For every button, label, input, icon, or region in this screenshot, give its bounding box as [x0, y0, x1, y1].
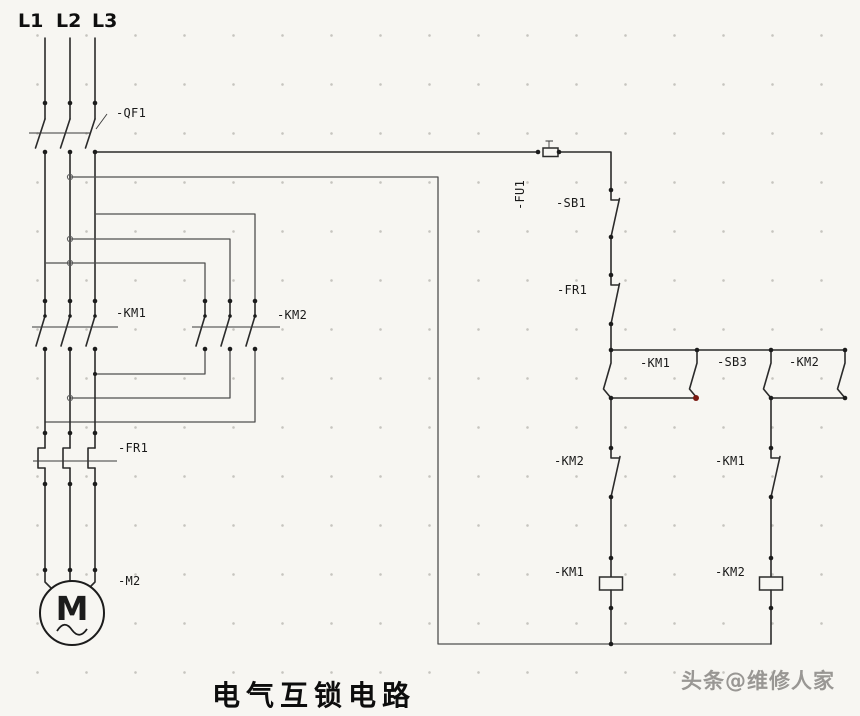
label-km2-coil: -KM2	[715, 565, 746, 579]
label-sb1: -SB1	[556, 196, 587, 210]
label-fu1: -FU1	[513, 179, 527, 210]
phase-crossover-lower	[45, 349, 256, 423]
branch-km2-coil	[758, 397, 784, 645]
coil-km2-symbol	[758, 576, 784, 591]
phase-label-l2: L2	[56, 10, 82, 32]
thermal-contact-fr1-symbol	[610, 274, 621, 351]
label-km2-aux: -KM2	[789, 355, 820, 369]
contactor-km2-main-contacts	[192, 300, 280, 347]
label-km1-main: -KM1	[116, 306, 147, 320]
label-km2-main: -KM2	[277, 308, 308, 322]
phase-crossover-upper	[45, 213, 256, 301]
label-fr1-main: -FR1	[118, 441, 149, 455]
label-km1-interlock: -KM1	[715, 454, 746, 468]
control-return-wire	[70, 176, 771, 645]
stop-button-sb1-symbol	[610, 189, 621, 276]
label-qf1: -QF1	[116, 106, 147, 120]
fuse-fu1-symbol	[94, 140, 612, 191]
watermark: 头条@维修人家	[681, 669, 835, 693]
label-km1-aux: -KM1	[640, 356, 671, 370]
thermal-relay-fr1-symbol	[33, 447, 117, 469]
label-km1-coil: -KM1	[554, 565, 585, 579]
junction-dots	[42, 100, 848, 647]
contactor-km1-main-contacts	[32, 315, 118, 347]
motor-letter: M	[56, 589, 89, 628]
red-junction-dot	[693, 395, 699, 401]
label-km2-interlock: -KM2	[554, 454, 585, 468]
diagram-title: 电气互锁电路	[212, 679, 417, 712]
phase-label-l1: L1	[18, 10, 44, 32]
branch-km1-coil	[598, 397, 624, 645]
motor-m2-symbol: M	[39, 580, 105, 646]
label-sb3: -SB3	[717, 355, 748, 369]
power-feed-lines	[44, 37, 96, 120]
phase-label-l3: L3	[92, 10, 118, 32]
breaker-qf1-symbol	[29, 113, 108, 149]
label-fr1-ctrl: -FR1	[557, 283, 588, 297]
label-m2: -M2	[118, 574, 141, 588]
coil-km1-symbol	[598, 576, 624, 591]
